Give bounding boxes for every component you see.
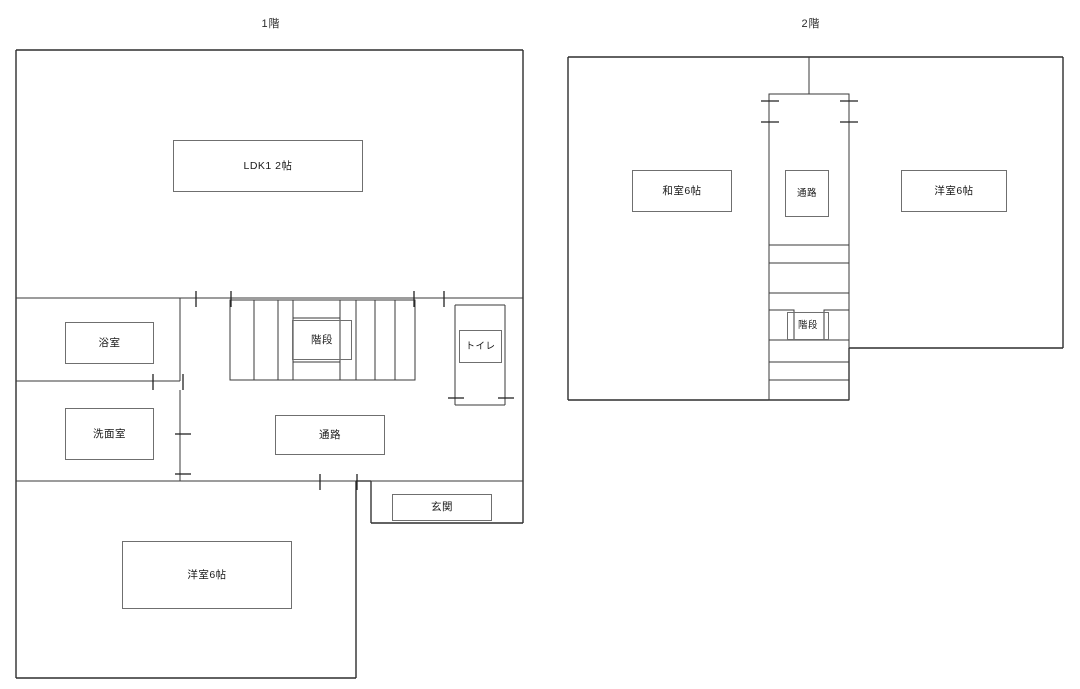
floor1-stairs-treads	[229, 299, 416, 381]
room-label-text: 階段	[797, 320, 818, 332]
room-label-corridor1: 通路	[275, 415, 385, 455]
room-label-entrance: 玄関	[392, 494, 492, 521]
room-label-text: 通路	[319, 428, 341, 441]
room-label-text: 洋室6帖	[187, 568, 227, 581]
stair-side-right	[823, 309, 850, 341]
floor2-door-markers	[761, 100, 858, 123]
corridor-outline	[768, 93, 850, 401]
room-label-text: 洋室6帖	[934, 184, 974, 197]
room-label-bedroom1: 洋室6帖	[122, 541, 292, 609]
floor2-interior-walls	[768, 57, 850, 401]
room-label-text: 浴室	[98, 336, 121, 349]
stair-outline	[229, 299, 416, 381]
floor1-interior-walls	[16, 297, 523, 523]
room-label-text: LDK1 2帖	[243, 159, 293, 172]
floor2-outline	[567, 56, 1064, 401]
stair-side-left	[768, 309, 795, 341]
room-label-text: 和室6帖	[662, 184, 702, 197]
room-label-yoshitsu: 洋室6帖	[901, 170, 1007, 212]
stair-landing	[292, 317, 341, 363]
floor1-door-markers	[152, 291, 514, 490]
floor2-title: 2階	[801, 18, 821, 30]
floor1-title: 1階	[261, 18, 281, 30]
room-label-bath: 浴室	[65, 322, 154, 364]
room-label-text: 玄関	[431, 501, 453, 514]
room-label-text: 洗面室	[93, 427, 126, 440]
room-label-stairs2: 階段	[787, 312, 829, 340]
room-label-corridor2: 通路	[785, 170, 829, 217]
floor1-outline	[15, 49, 524, 679]
room-label-text: 通路	[796, 187, 817, 199]
room-label-stairs1: 階段	[292, 320, 352, 360]
room-label-washroom: 洗面室	[65, 408, 154, 460]
room-label-text: トイレ	[465, 340, 496, 352]
room-label-washitsu: 和室6帖	[632, 170, 732, 212]
room-label-text: 階段	[311, 333, 333, 346]
room-label-toilet: トイレ	[459, 330, 502, 363]
room-label-ldk: LDK1 2帖	[173, 140, 363, 192]
